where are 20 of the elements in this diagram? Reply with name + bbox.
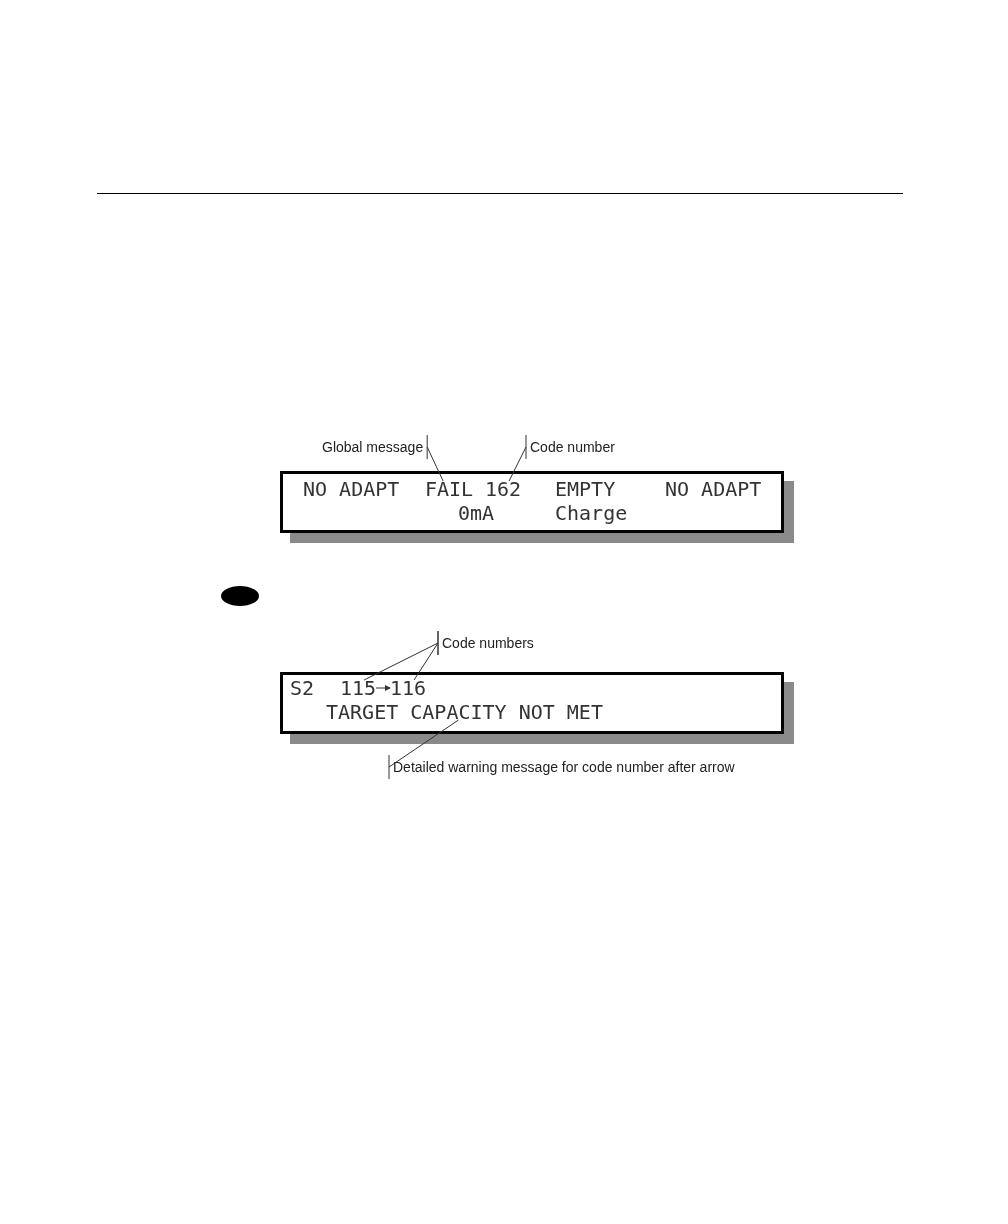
leader-line: [508, 434, 527, 482]
display-text: EMPTY: [555, 479, 616, 499]
display-text: FAIL: [425, 479, 474, 499]
leader-line: [413, 630, 439, 681]
leader-line: [388, 719, 459, 780]
leader-line: [426, 434, 444, 482]
display-text: 0mA: [458, 503, 495, 523]
display-text: 116: [390, 678, 427, 698]
callout-label: Code numbers: [442, 635, 534, 651]
display-text: NO ADAPT: [303, 479, 400, 499]
callout-label: Global message: [322, 439, 424, 455]
display-text: NO ADAPT: [665, 479, 762, 499]
arrow: [375, 685, 391, 691]
display-text: 115: [340, 678, 377, 698]
display-text: S2: [290, 678, 315, 698]
display-text: TARGET CAPACITY NOT MET: [326, 702, 603, 722]
display-text: Charge: [555, 503, 628, 523]
display-text: 162: [485, 479, 522, 499]
callout-label: Code number: [530, 439, 615, 455]
callout-label: Detailed warning message for code number after arrow: [393, 759, 735, 775]
